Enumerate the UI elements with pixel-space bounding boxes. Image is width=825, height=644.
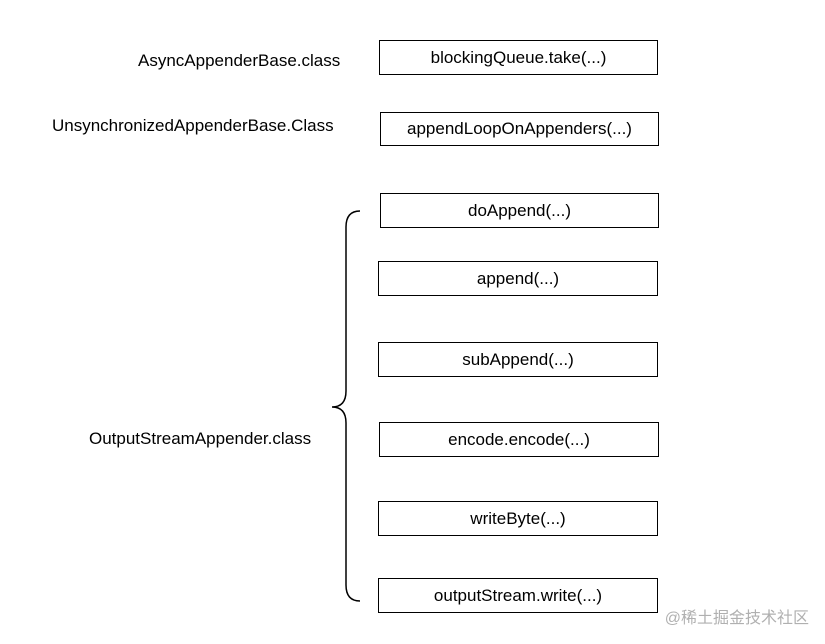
output-stream-appender-label: OutputStreamAppender.class xyxy=(89,429,312,448)
curly-brace-icon xyxy=(331,210,361,602)
watermark-text: @稀土掘金技术社区 xyxy=(664,610,809,627)
method-box-write-byte: writeByte(...) xyxy=(378,501,658,536)
method-box-sub-append: subAppend(...) xyxy=(378,342,658,377)
method-box-encode-encode: encode.encode(...) xyxy=(379,422,659,457)
method-box-blocking-queue-take: blockingQueue.take(...) xyxy=(379,40,658,75)
method-box-append: append(...) xyxy=(378,261,658,296)
method-box-output-stream-write: outputStream.write(...) xyxy=(378,578,658,613)
method-box-do-append: doAppend(...) xyxy=(380,193,659,228)
method-box-append-loop-on-appenders: appendLoopOnAppenders(...) xyxy=(380,112,659,146)
unsynchronized-appender-base-label: UnsynchronizedAppenderBase.Class xyxy=(52,116,334,135)
async-appender-base-label: AsyncAppenderBase.class xyxy=(138,51,341,70)
